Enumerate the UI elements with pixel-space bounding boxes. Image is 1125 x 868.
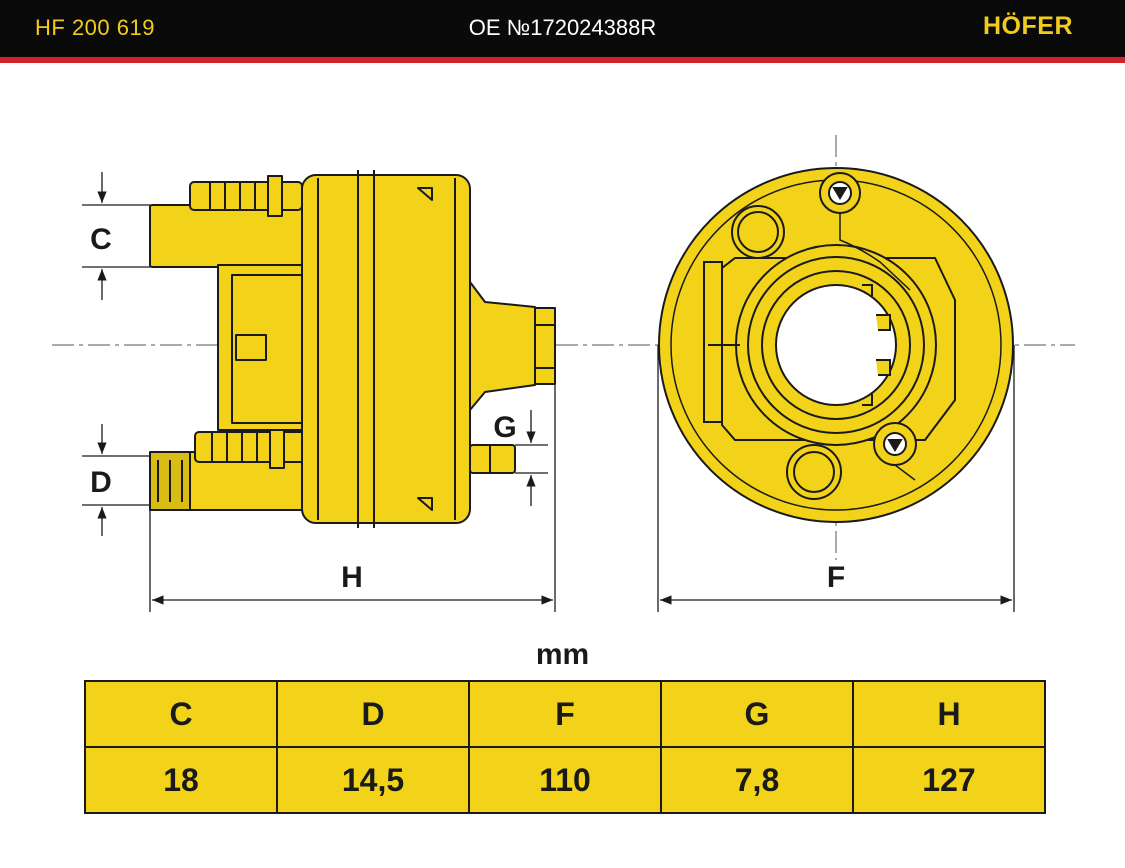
header-bar: HF 200 619 OE №172024388R HÖFER: [0, 0, 1125, 57]
brand-logo: HÖFER: [983, 12, 1073, 40]
spec-table: C D F G H 18 14,5 110 7,8 127: [84, 680, 1046, 814]
spec-header-row: C D F G H: [84, 680, 1046, 748]
label-d: D: [90, 466, 112, 499]
label-f: F: [827, 561, 845, 594]
oe-number: OE №172024388R: [468, 15, 657, 40]
side-dimensions: [82, 172, 1015, 612]
value-cell: 18: [84, 746, 278, 814]
value-cell: 110: [468, 746, 662, 814]
spec-value-row: 18 14,5 110 7,8 127: [84, 746, 1046, 814]
header-cell: C: [84, 680, 278, 748]
front-view: [658, 167, 1014, 523]
label-c: C: [90, 223, 112, 256]
header-accent-line: [0, 57, 1125, 63]
header-cell: F: [468, 680, 662, 748]
side-view: [149, 170, 556, 528]
header-cell: G: [660, 680, 854, 748]
unit-label: mm: [535, 638, 590, 671]
value-cell: 127: [852, 746, 1046, 814]
part-number: HF 200 619: [35, 15, 155, 40]
technical-drawing: C D G H F: [52, 135, 1075, 612]
header-cell: D: [276, 680, 470, 748]
header-cell: H: [852, 680, 1046, 748]
label-g: G: [493, 411, 516, 444]
value-cell: 7,8: [660, 746, 854, 814]
value-cell: 14,5: [276, 746, 470, 814]
label-h: H: [341, 561, 363, 594]
